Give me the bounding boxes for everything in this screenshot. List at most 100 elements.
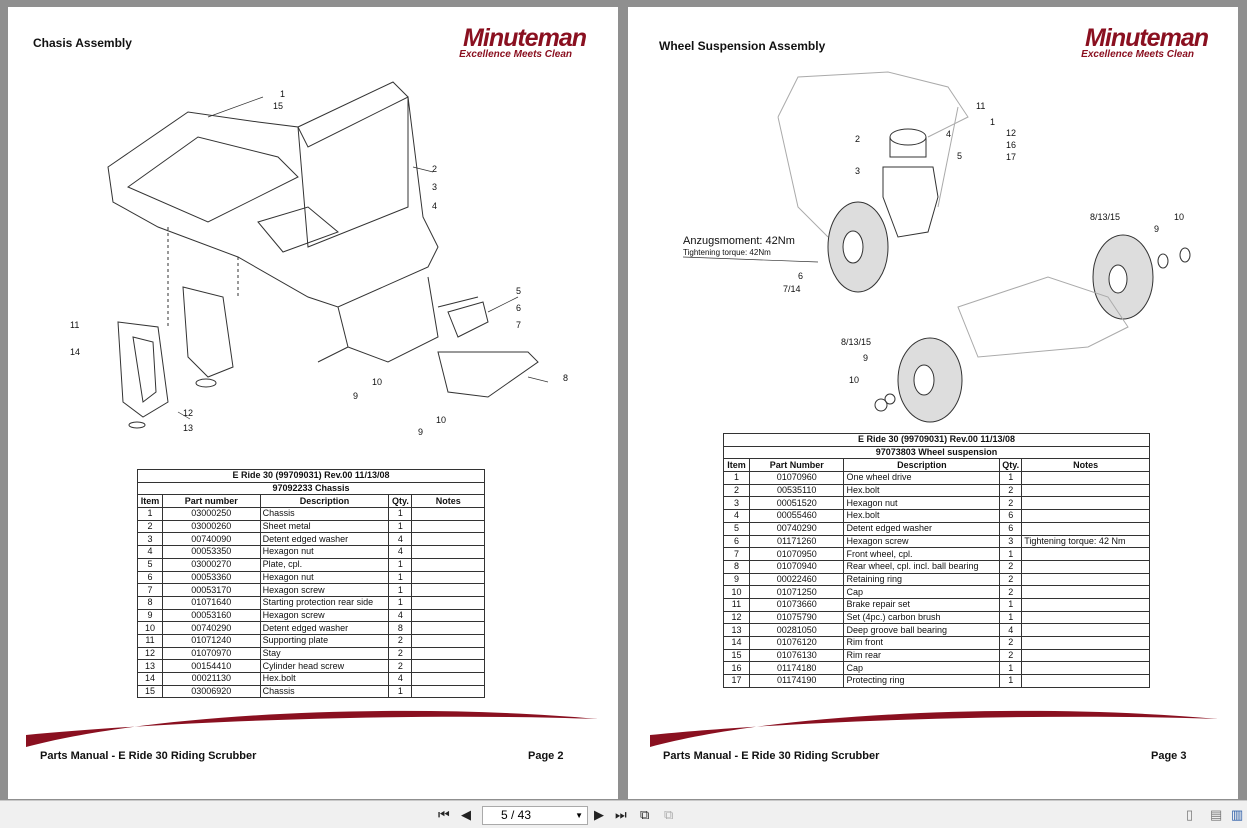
table-cell: 1 (999, 674, 1023, 688)
table-cell: 2 (999, 496, 1023, 511)
next-page-icon[interactable]: ▶ (594, 807, 604, 822)
table-cell: Cap (843, 585, 1001, 599)
table-cell: Chassis (259, 684, 390, 699)
table-cell: 6 (723, 534, 750, 549)
rotate-icon[interactable]: ⧉ (640, 807, 650, 822)
table-cell: 01070960 (748, 471, 845, 485)
last-page-icon[interactable]: ⏭ (615, 807, 627, 822)
table-cell: 00535110 (748, 483, 845, 498)
page-number-input[interactable]: 5 / 43▼ (482, 806, 588, 825)
table-cell: 00740090 (161, 532, 261, 547)
table-cell (1021, 585, 1150, 599)
wheel-suspension-diagram (682, 71, 1191, 423)
chassis-diagram (107, 81, 549, 429)
callout-label: 10 (372, 377, 383, 387)
callout-label: 17 (1006, 152, 1017, 162)
table-cell (411, 532, 485, 547)
callout-label: 1 (280, 89, 286, 99)
pdf-toolbar: ⏮ ◀ 5 / 43▼ ▶ ⏭ ⧉ ⧉ ▯ ▤ ▥ (0, 800, 1247, 828)
table-cell: 4 (388, 608, 413, 623)
callout-label: 10 (849, 375, 860, 385)
table-cell: 00051520 (748, 496, 845, 511)
callout-label: 11 (70, 320, 80, 330)
torque-label: Anzugsmoment: 42Nm (683, 235, 795, 247)
table-cell: Front wheel, cpl. (843, 547, 1001, 561)
table-cell: 00055460 (748, 509, 845, 523)
table-cell (411, 633, 485, 648)
table-cell: Supporting plate (259, 633, 390, 648)
callout-label: 10 (1174, 212, 1185, 222)
table-cell: 2 (999, 648, 1023, 663)
table-cell: 15 (723, 648, 750, 663)
table-cell: 01171260 (748, 534, 845, 549)
table-cell: 14 (723, 636, 750, 650)
table-cell: 2 (999, 572, 1023, 587)
column-header: Qty. (388, 494, 413, 509)
callout-label: 7/14 (783, 284, 801, 294)
table-cell: 5 (723, 521, 750, 536)
table-cell: Starting protection rear side (259, 595, 390, 610)
table-cell: Deep groove ball bearing (843, 623, 1001, 637)
table-cell: Sheet metal (259, 519, 390, 534)
table-cell (1021, 559, 1150, 574)
callout-label: 8/13/15 (841, 337, 872, 347)
table-cell: 11 (723, 597, 750, 612)
single-page-icon[interactable]: ▯ (1186, 807, 1194, 822)
table-cell: 9 (723, 572, 750, 587)
table-cell (1021, 521, 1150, 536)
table-cell: 01071640 (161, 595, 261, 610)
page-title: Chasis Assembly (33, 36, 132, 50)
table-cell: 00021130 (161, 672, 261, 686)
table-cell: 01070970 (161, 646, 261, 661)
copy-page-icon[interactable]: ⧉ (664, 807, 674, 822)
table-cell: 01174180 (748, 661, 845, 676)
column-header: Part Number (748, 458, 845, 473)
callout-label: 6 (798, 271, 804, 281)
callout-label: 2 (855, 134, 861, 144)
column-header: Notes (411, 494, 485, 509)
table-cell: 1 (388, 583, 413, 597)
table-cell: Hexagon nut (259, 570, 390, 585)
callout-label: 7 (516, 320, 522, 330)
table-cell: 03000250 (161, 507, 261, 521)
callout-label: 5 (957, 151, 963, 161)
callout-label: 8 (563, 373, 569, 383)
table-cell (1021, 661, 1150, 676)
table-cell (411, 545, 485, 559)
table-cell: Stay (259, 646, 390, 661)
table-cell: 01076130 (748, 648, 845, 663)
table-cell: One wheel drive (843, 471, 1001, 485)
table-cell: 1 (999, 661, 1023, 676)
table-cell: Set (4pc.) carbon brush (843, 610, 1001, 625)
table-cell: 00281050 (748, 623, 845, 637)
table-cell: 01071250 (748, 585, 845, 599)
prev-page-icon[interactable]: ◀ (461, 807, 471, 822)
table-cell: Hexagon screw (843, 534, 1001, 549)
table-cell: 03006920 (161, 684, 261, 699)
table-cell: Hexagon screw (259, 583, 390, 597)
table-cell: 8 (723, 559, 750, 574)
first-page-icon[interactable]: ⏮ (438, 807, 450, 822)
continuous-icon[interactable]: ▤ (1210, 807, 1223, 822)
table-cell: 00053360 (161, 570, 261, 585)
two-page-icon[interactable]: ▥ (1231, 807, 1244, 822)
table-cell (411, 646, 485, 661)
table-cell: 14 (137, 672, 163, 686)
table-cell: 13 (137, 659, 163, 673)
table-cell: 8 (388, 621, 413, 635)
table-cell: 8 (137, 595, 163, 610)
table-cell: Hex.bolt (843, 509, 1001, 523)
table-cell (1021, 610, 1150, 625)
chevron-down-icon[interactable]: ▼ (575, 811, 583, 820)
table-cell: 1 (999, 471, 1023, 485)
